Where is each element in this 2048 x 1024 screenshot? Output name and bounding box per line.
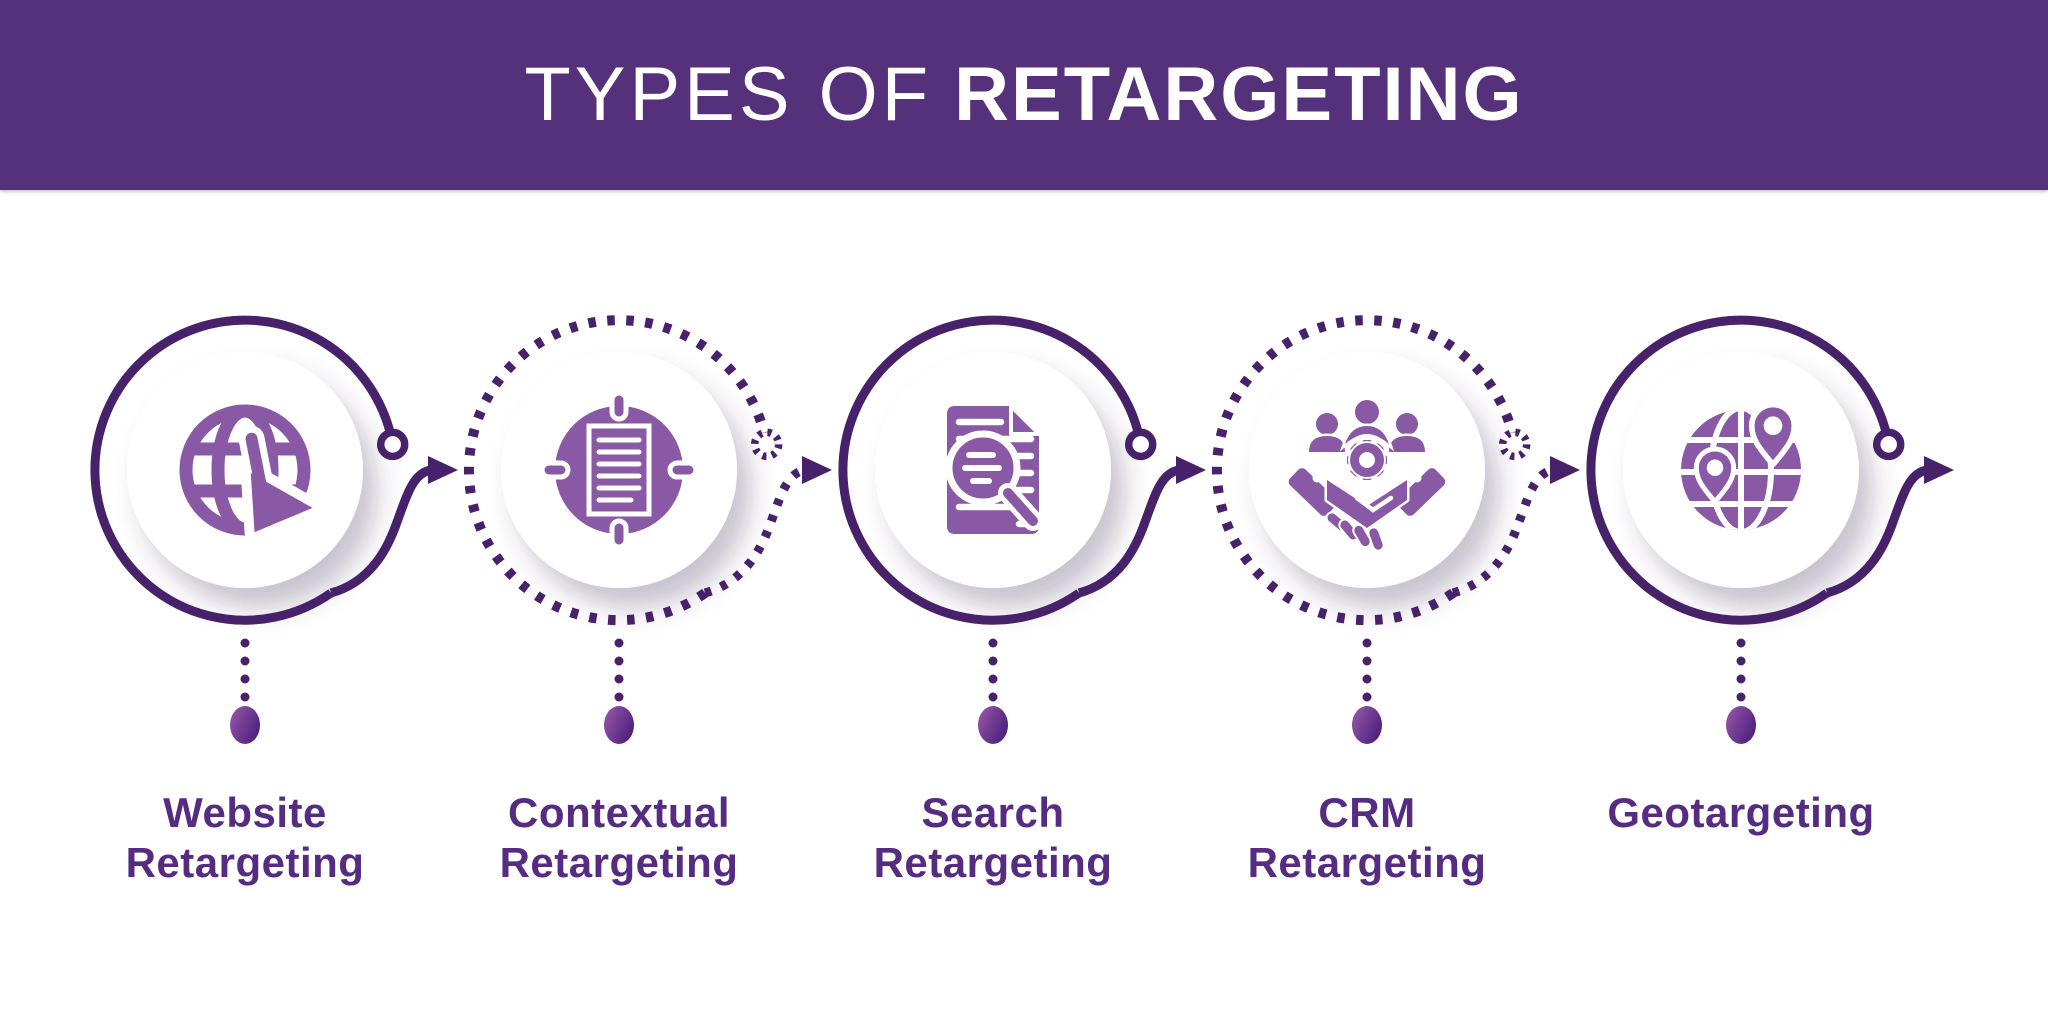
crm-node-graphic [1207, 310, 1607, 744]
handshake-people-gear-icon [1286, 397, 1448, 552]
website-node-graphic [85, 310, 485, 744]
node-website-retargeting [85, 310, 485, 750]
connector-dots [978, 638, 1008, 744]
label-geotargeting: Geotargeting [1531, 788, 1951, 838]
connector-dots [1726, 638, 1756, 744]
document-target-icon [539, 390, 699, 550]
label-line-1: Search [921, 789, 1065, 836]
header-bar: TYPES OF RETARGETING [0, 0, 2048, 190]
globe-cursor-icon [179, 404, 323, 543]
label-crm-retargeting: CRM Retargeting [1157, 788, 1577, 888]
label-line-2: Retargeting [1247, 839, 1487, 886]
contextual-node-graphic [459, 310, 859, 744]
page-title-bold: RETARGETING [954, 52, 1524, 137]
label-line-1: Geotargeting [1607, 789, 1875, 836]
page-title-regular: TYPES OF [524, 52, 933, 137]
node-crm-retargeting [1207, 310, 1607, 750]
document-magnifier-icon [945, 404, 1043, 534]
label-line-2: Retargeting [873, 839, 1113, 886]
node-geotargeting [1581, 310, 1981, 750]
page-title: TYPES OF RETARGETING [524, 57, 1523, 133]
geotargeting-node-graphic [1581, 310, 1981, 744]
search-node-graphic [833, 310, 1233, 744]
label-line-2: Retargeting [499, 839, 739, 886]
node-contextual-retargeting [459, 310, 859, 750]
globe-pins-icon [1681, 401, 1801, 530]
label-line-1: Contextual [507, 789, 730, 836]
node-search-retargeting [833, 310, 1233, 750]
connector-dots [230, 638, 260, 744]
connector-dots [1352, 638, 1382, 744]
label-line-2: Retargeting [125, 839, 365, 886]
label-line-1: CRM [1318, 789, 1416, 836]
label-line-1: Website [163, 789, 327, 836]
label-contextual-retargeting: Contextual Retargeting [409, 788, 829, 888]
label-website-retargeting: Website Retargeting [35, 788, 455, 888]
connector-dots [604, 638, 634, 744]
label-search-retargeting: Search Retargeting [783, 788, 1203, 888]
